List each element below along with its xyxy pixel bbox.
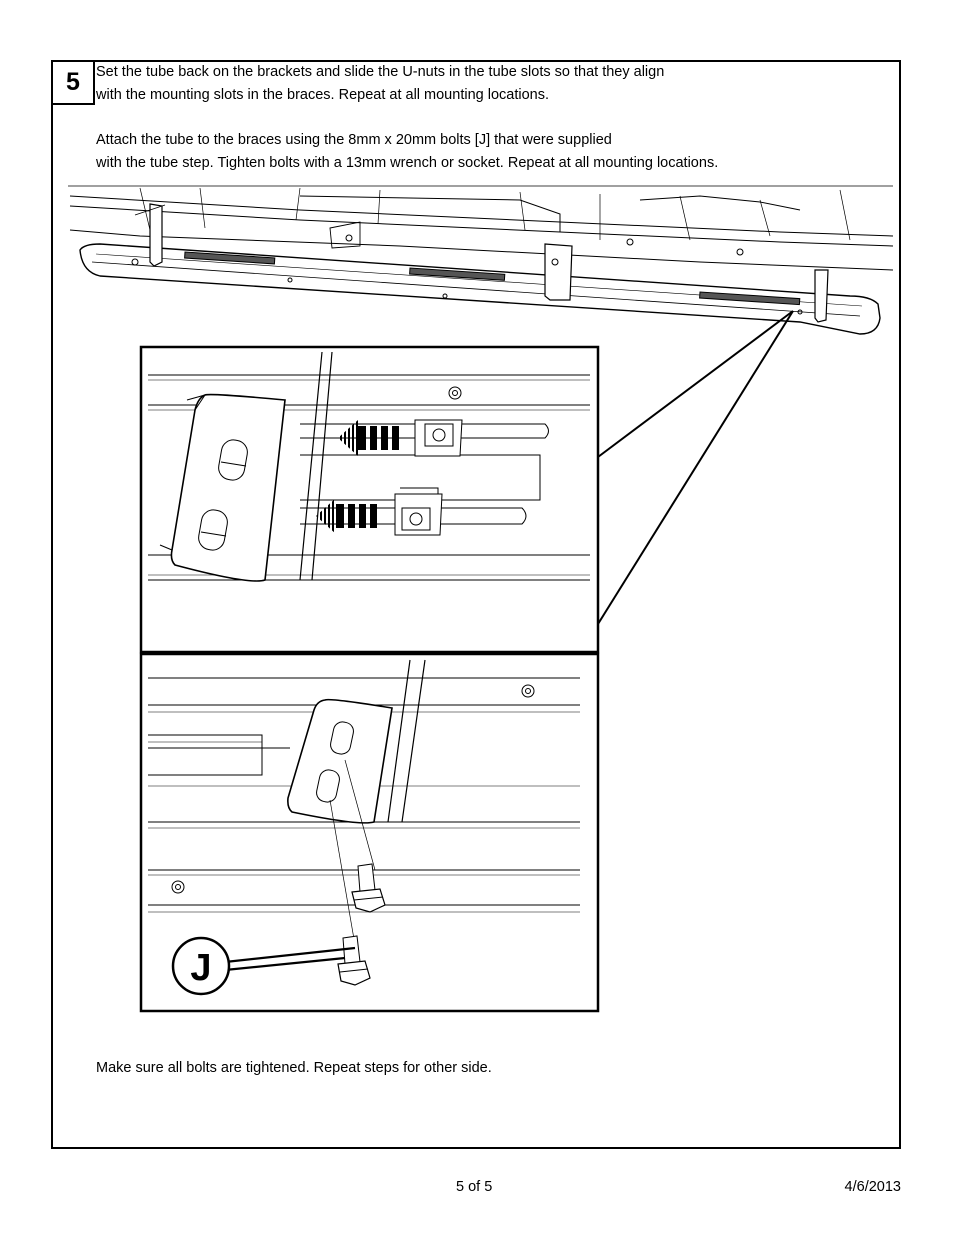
- overview-drawing: [68, 185, 894, 335]
- step-number: 5: [51, 60, 95, 105]
- callout-label-j: J: [190, 947, 211, 989]
- instruction-line-1: Set the tube back on the brackets and sl…: [96, 64, 665, 80]
- arrow-left-icon: [338, 420, 399, 456]
- instruction-line-2: with the mounting slots in the braces. R…: [96, 87, 549, 103]
- instruction-line-4: with the tube step. Tighten bolts with a…: [96, 155, 719, 171]
- final-note: Make sure all bolts are tightened. Repea…: [96, 1060, 492, 1076]
- detail-leader-lines: [597, 310, 794, 625]
- detail-bolt-installation: J: [139, 652, 600, 1013]
- step-frame: [51, 60, 901, 1149]
- detail-unut-insertion: [139, 345, 600, 654]
- instruction-line-3: Attach the tube to the braces using the …: [96, 132, 612, 148]
- arrow-left-icon: [316, 498, 377, 534]
- document-date: 4/6/2013: [844, 1179, 901, 1195]
- page-number: 5 of 5: [456, 1179, 493, 1195]
